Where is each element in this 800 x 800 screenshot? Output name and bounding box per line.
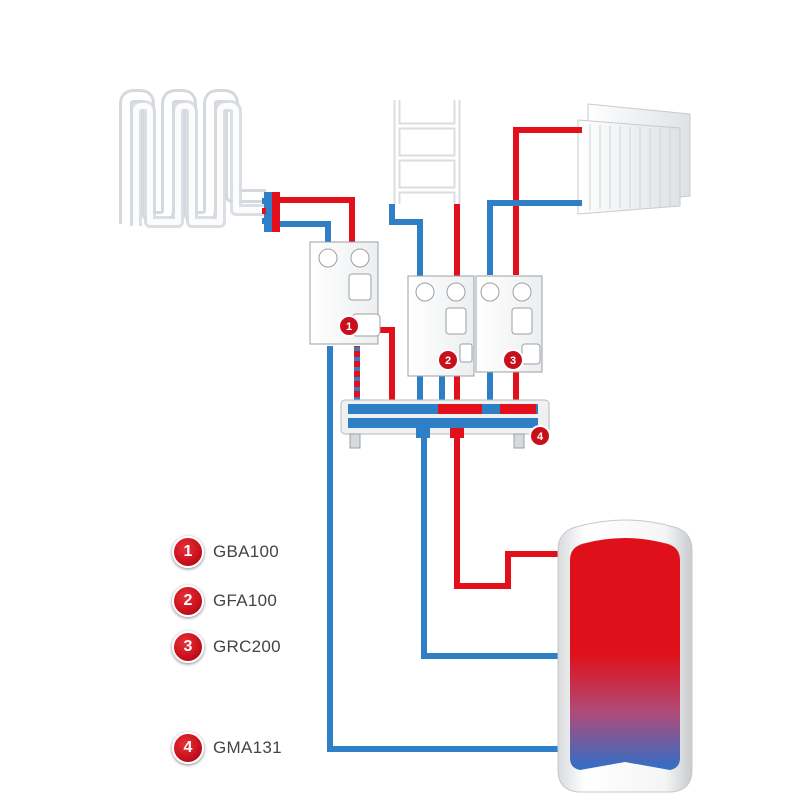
badge-1-icon: 1 <box>338 315 360 337</box>
main-return-pipe <box>327 346 570 752</box>
legend-item-gma131: 4 GMA131 <box>172 732 282 764</box>
panel-return-pipe <box>487 200 582 275</box>
number-3-icon: 3 <box>172 631 204 663</box>
number-4-icon: 4 <box>172 732 204 764</box>
svg-text:1: 1 <box>346 321 352 333</box>
number-2-icon: 2 <box>172 585 204 617</box>
badge-4-icon: 4 <box>529 425 551 447</box>
legend-label: GBA100 <box>213 542 280 561</box>
hydraulic-header <box>340 399 550 449</box>
underfloor-heating-coil <box>119 89 266 228</box>
legend-item-grc200: 3 GRC200 <box>172 631 281 663</box>
floor-return-pipe <box>280 221 331 246</box>
legend-label: GFA100 <box>213 591 278 610</box>
number-1-icon: 1 <box>172 536 204 568</box>
badge-3-icon: 3 <box>502 349 524 371</box>
tank-flow-pipe <box>454 432 570 589</box>
badge-2-icon: 2 <box>437 349 459 371</box>
hot-water-tank <box>557 519 693 793</box>
legend-item-gfa100: 2 GFA100 <box>172 585 278 617</box>
panel-flow-pipe <box>513 127 582 275</box>
legend-item-gba100: 1 GBA100 <box>172 536 280 568</box>
floor-manifold <box>262 192 280 232</box>
pipes <box>280 127 582 752</box>
floor-flow-pipe <box>280 197 355 246</box>
panel-radiator <box>577 103 691 215</box>
svg-text:2: 2 <box>445 355 451 367</box>
legend-label: GMA131 <box>213 738 282 757</box>
legend-label: GRC200 <box>213 637 281 656</box>
tank-return-pipe <box>421 432 570 659</box>
svg-text:4: 4 <box>537 431 544 443</box>
module-gba100 <box>309 241 381 345</box>
svg-text:3: 3 <box>510 355 516 367</box>
towel-radiator <box>393 100 461 204</box>
